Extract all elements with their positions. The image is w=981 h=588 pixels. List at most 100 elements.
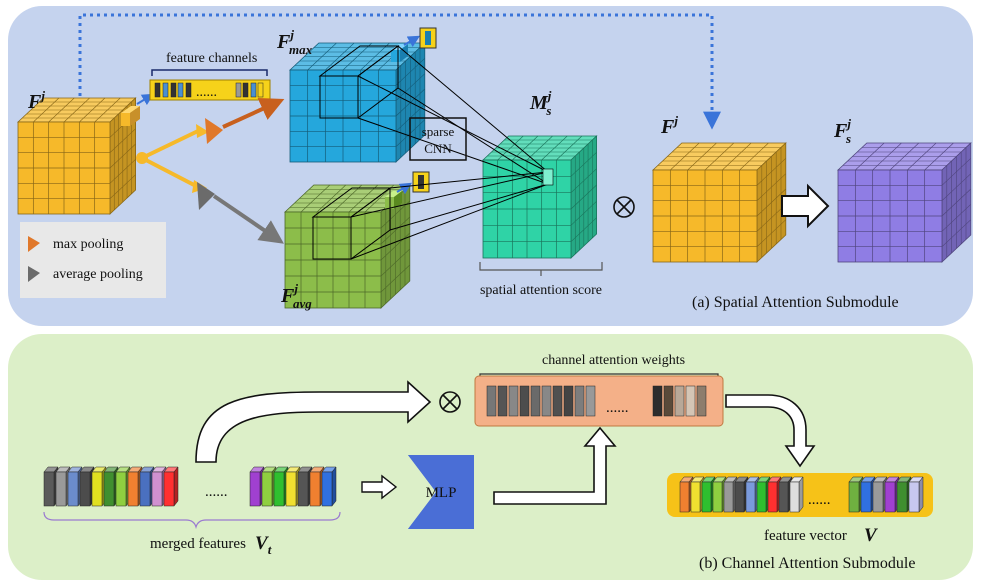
feature-channel-cell <box>170 82 177 98</box>
mlp-block-body <box>408 455 474 529</box>
small-selected-cube <box>121 106 140 126</box>
legend-avg-pooling-label: average pooling <box>53 267 143 282</box>
merged-features-ellipsis: ...... <box>205 484 228 500</box>
bar-front <box>297 471 309 507</box>
channel-weight-cell <box>663 385 674 417</box>
feature-vector-bars <box>679 476 924 513</box>
bar-front <box>261 471 273 507</box>
channel-weight-cell <box>552 385 563 417</box>
f-in-label: Fj <box>27 88 45 113</box>
feature-channel-cell <box>177 82 184 98</box>
bar-side <box>173 466 179 507</box>
channel-weight-cell <box>541 385 552 417</box>
legend-max-pooling-label: max pooling <box>53 237 123 252</box>
bar-front <box>127 471 139 507</box>
bar-front <box>756 481 767 513</box>
max-channel-arrow <box>403 35 421 47</box>
feature-vector-label: feature vector <box>764 528 847 544</box>
sparse-cnn-box <box>409 117 467 161</box>
bar-front <box>908 481 920 513</box>
bar-front <box>723 481 734 513</box>
channel-weight-cells <box>486 385 707 417</box>
channel-weight-cell <box>696 385 707 417</box>
spatial-caption: (a) Spatial Attention Submodule <box>692 294 899 311</box>
bar-front <box>860 481 872 513</box>
bar-front <box>309 471 321 507</box>
bar-front <box>701 481 712 513</box>
bar-front <box>79 471 91 507</box>
output-feature-cube <box>836 142 972 263</box>
avg-pool-cube <box>283 184 411 309</box>
max-pool-cube <box>288 42 426 163</box>
channel-weight-cell <box>652 385 663 417</box>
feature-channel-cell <box>235 82 242 98</box>
channel-weight-cell <box>563 385 574 417</box>
weights-to-vector-arrow <box>725 394 816 468</box>
bar-front <box>767 481 778 513</box>
v-t-label: Vt <box>255 533 272 557</box>
max-pool-arrow <box>222 98 285 129</box>
bar-side <box>331 466 337 507</box>
channel-multiply-operator <box>439 391 461 413</box>
bar-front <box>55 471 67 507</box>
channel-weight-cell <box>530 385 541 417</box>
bar-front <box>321 471 333 507</box>
output-arrow <box>781 183 830 229</box>
feature-channels-label: feature channels <box>166 51 257 66</box>
channel-caption: (b) Channel Attention Submodule <box>699 555 915 572</box>
feature-channel-cell <box>242 82 249 98</box>
bar-front <box>872 481 884 513</box>
bar-front <box>67 471 79 507</box>
ms-highlight-cell <box>542 168 554 186</box>
bar-front <box>151 471 163 507</box>
bar-side <box>918 476 924 513</box>
bar-front <box>778 481 789 513</box>
middle-feature-cube <box>651 142 787 263</box>
channel-weight-cell <box>519 385 530 417</box>
channel-weight-cell <box>685 385 696 417</box>
bar-front <box>734 481 745 513</box>
bar-front <box>745 481 756 513</box>
channel-weight-cell <box>508 385 519 417</box>
avg-channel-arrow <box>396 182 413 195</box>
channel-weight-cell <box>585 385 596 417</box>
bar-front <box>139 471 151 507</box>
spatial-score-label: spatial attention score <box>480 283 602 298</box>
channel-weight-cell <box>486 385 497 417</box>
sparse-cnn-label-line1: sparse <box>422 124 455 139</box>
bar-front <box>848 481 860 513</box>
max-channel-cell-inner <box>425 31 431 45</box>
bar-front <box>43 471 55 507</box>
feature-channel-cell <box>154 82 161 98</box>
legend-max-pooling-icon <box>28 236 40 252</box>
bar-front <box>91 471 103 507</box>
avg-pool-arrow <box>212 194 284 244</box>
bar-front <box>249 471 261 507</box>
merged-features-label: merged features <box>150 536 246 552</box>
v-label: V <box>864 525 878 546</box>
features-to-mlp-arrow <box>361 474 398 500</box>
bar-front <box>103 471 115 507</box>
spatial-score-brace <box>479 262 603 276</box>
bar-front <box>789 481 800 513</box>
feature-channels-ellipsis: ...... <box>196 85 217 100</box>
feature-channel-cell <box>162 82 169 98</box>
sparse-cnn-label-line2: CNN <box>424 141 452 156</box>
bar-front <box>690 481 701 513</box>
mlp-label: MLP <box>426 485 457 501</box>
feature-channel-cell <box>185 82 192 98</box>
bar-front <box>712 481 723 513</box>
channel-weight-cell <box>497 385 508 417</box>
channel-weight-cell <box>574 385 585 417</box>
curved-skip-arrow <box>195 380 432 463</box>
channel-weight-cell <box>674 385 685 417</box>
avg-pooling-triangle <box>197 182 215 210</box>
bar-front <box>273 471 285 507</box>
max-pooling-triangle <box>205 118 223 144</box>
channel-weights-label: channel attention weights <box>542 353 685 368</box>
feature-channels-brace <box>151 69 268 76</box>
